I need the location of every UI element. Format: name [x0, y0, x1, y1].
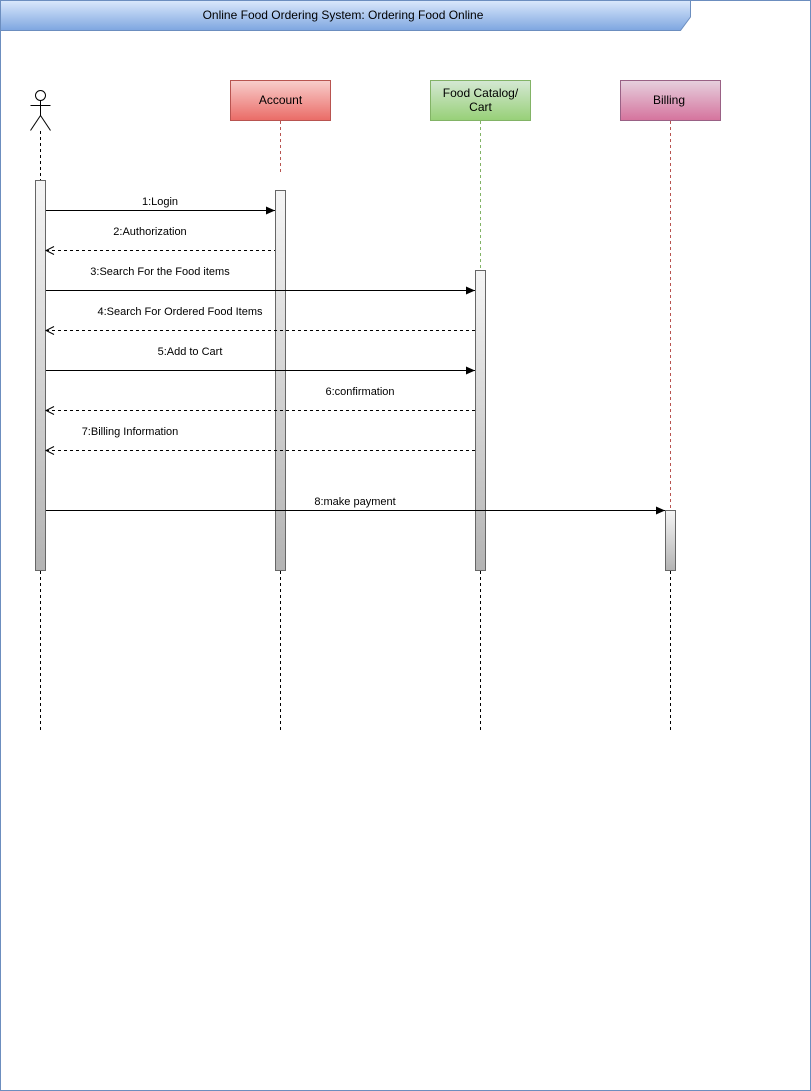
message-8-label: 8:make payment	[314, 496, 395, 508]
message-2-label: 2:Authorization	[113, 226, 186, 238]
message-6-label: 6:confirmation	[325, 386, 394, 398]
participant-account-label: Account	[259, 93, 303, 107]
activation-account	[275, 190, 286, 571]
stick-figure-actor-icon	[30, 90, 51, 131]
message-4-label: 4:Search For Ordered Food Items	[97, 306, 263, 318]
participant-billing	[620, 80, 721, 121]
participant-food-catalog	[430, 80, 531, 121]
frame-header	[0, 0, 691, 31]
activation-actor	[35, 180, 46, 571]
activation-food-catalog	[475, 270, 486, 571]
frame-title: Online Food Ordering System: Ordering Fo…	[203, 8, 484, 22]
message-3-label: 3:Search For the Food items	[90, 266, 230, 278]
message-1-label: 1:Login	[142, 196, 178, 208]
message-7-label: 7:Billing Information	[82, 426, 179, 438]
message-5-label: 5:Add to Cart	[158, 346, 223, 358]
participant-food-catalog-label-line1: Food Catalog/	[443, 86, 519, 100]
participant-food-catalog-label-line2: Cart	[469, 100, 492, 114]
participant-account	[230, 80, 331, 121]
activation-billing	[665, 510, 676, 571]
participant-billing-label: Billing	[653, 93, 685, 107]
